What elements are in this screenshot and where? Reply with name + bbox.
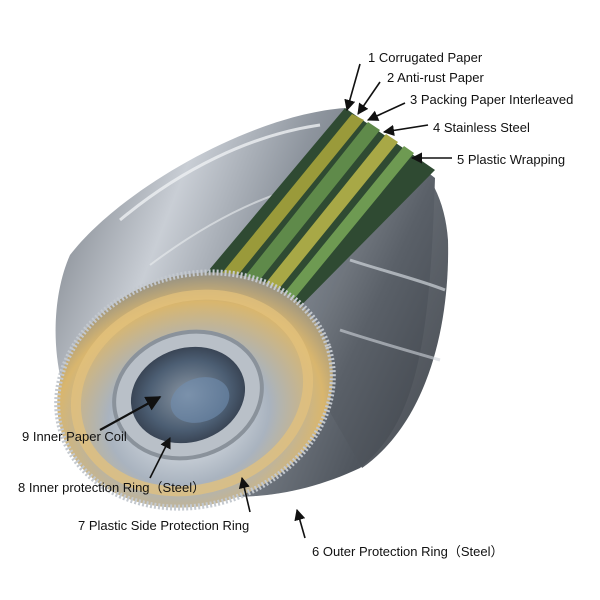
arrow-6 [294, 508, 306, 539]
plastic-side-protection-ring [70, 289, 314, 497]
label-4: 4 Stainless Steel [433, 120, 530, 135]
label-5: 5 Plastic Wrapping [457, 152, 565, 167]
outer-protection-ring [54, 269, 336, 511]
label-7: 7 Plastic Side Protection Ring [78, 518, 249, 533]
arrow-9 [99, 396, 162, 431]
label-9: 9 Inner Paper Coil [22, 429, 127, 444]
leader-arrows [99, 63, 452, 539]
label-8: 8 Inner protection Ring（Steel） [18, 480, 205, 495]
label-2: 2 Anti-rust Paper [387, 70, 484, 85]
arrow-1 [344, 63, 361, 112]
arrow-2 [357, 81, 381, 115]
arrow-8 [149, 436, 171, 479]
part-labels: 1 Corrugated Paper 2 Anti-rust Paper 3 P… [18, 50, 573, 559]
label-6: 6 Outer Protection Ring（Steel） [312, 544, 503, 559]
arrow-4 [382, 124, 429, 136]
label-3: 3 Packing Paper Interleaved [410, 92, 573, 107]
label-1: 1 Corrugated Paper [368, 50, 483, 65]
arrow-3 [366, 102, 406, 121]
coil-front-face [54, 269, 336, 511]
arrow-7 [238, 476, 251, 513]
